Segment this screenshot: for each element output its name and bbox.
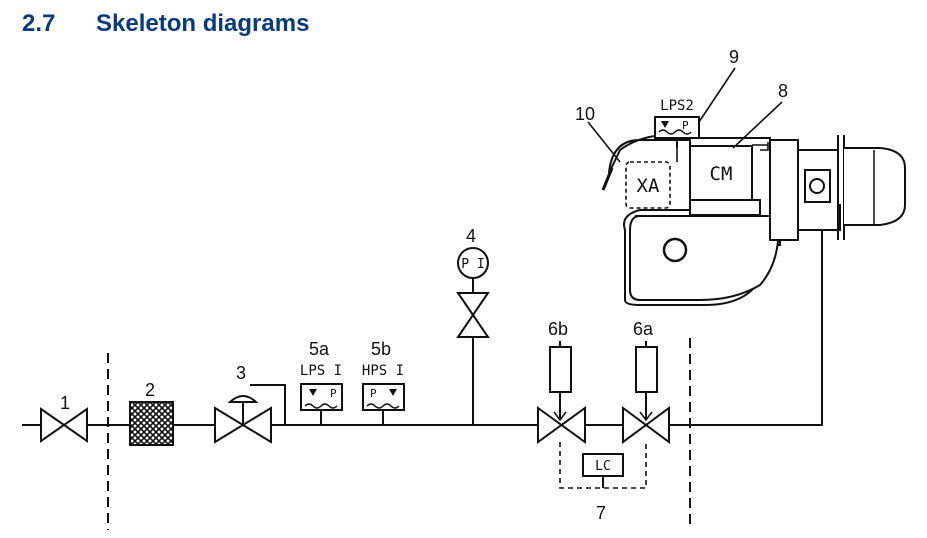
leader-8 <box>732 101 783 149</box>
tag-cm: CM <box>710 163 733 185</box>
callout-5a: 5a <box>309 339 330 359</box>
pressure-switch-hps1 <box>362 383 405 425</box>
callout-3: 3 <box>236 363 246 383</box>
switch-p-lps1: P <box>330 387 337 400</box>
leak-control-box <box>559 442 647 489</box>
tag-lc: LC <box>595 459 611 474</box>
callout-10: 10 <box>575 104 595 124</box>
callout-9: 9 <box>729 47 739 67</box>
solenoid-valve-6b <box>537 341 586 444</box>
callout-8: 8 <box>778 81 788 101</box>
section-title: Skeleton diagrams <box>96 10 310 37</box>
callout-6b: 6b <box>548 319 568 339</box>
callout-4: 4 <box>466 226 476 246</box>
solenoid-valve-6a <box>622 341 670 444</box>
pressure-switch-lps1 <box>300 383 343 425</box>
callout-7: 7 <box>596 503 606 523</box>
callout-2: 2 <box>145 380 155 400</box>
callout-6a: 6a <box>633 319 654 339</box>
pressure-regulator-icon <box>214 384 286 444</box>
burner-icon <box>601 133 906 306</box>
tag-lps2: LPS2 <box>660 98 694 114</box>
manual-valve-icon <box>40 407 88 443</box>
callout-5b: 5b <box>371 339 391 359</box>
leader-9 <box>698 67 736 123</box>
pressure-indicator-branch <box>456 247 490 425</box>
switch-p-hps1: P <box>370 387 377 400</box>
filter-icon <box>129 401 174 446</box>
tag-hps1: HPS I <box>362 363 404 379</box>
switch-p-lps2: P <box>682 119 689 132</box>
leader-10 <box>587 121 621 163</box>
tag-lps1: LPS I <box>300 363 342 379</box>
tag-xa: XA <box>637 175 660 197</box>
tag-pi: P I <box>461 257 484 272</box>
callout-1: 1 <box>60 393 70 413</box>
section-number: 2.7 <box>22 10 56 37</box>
